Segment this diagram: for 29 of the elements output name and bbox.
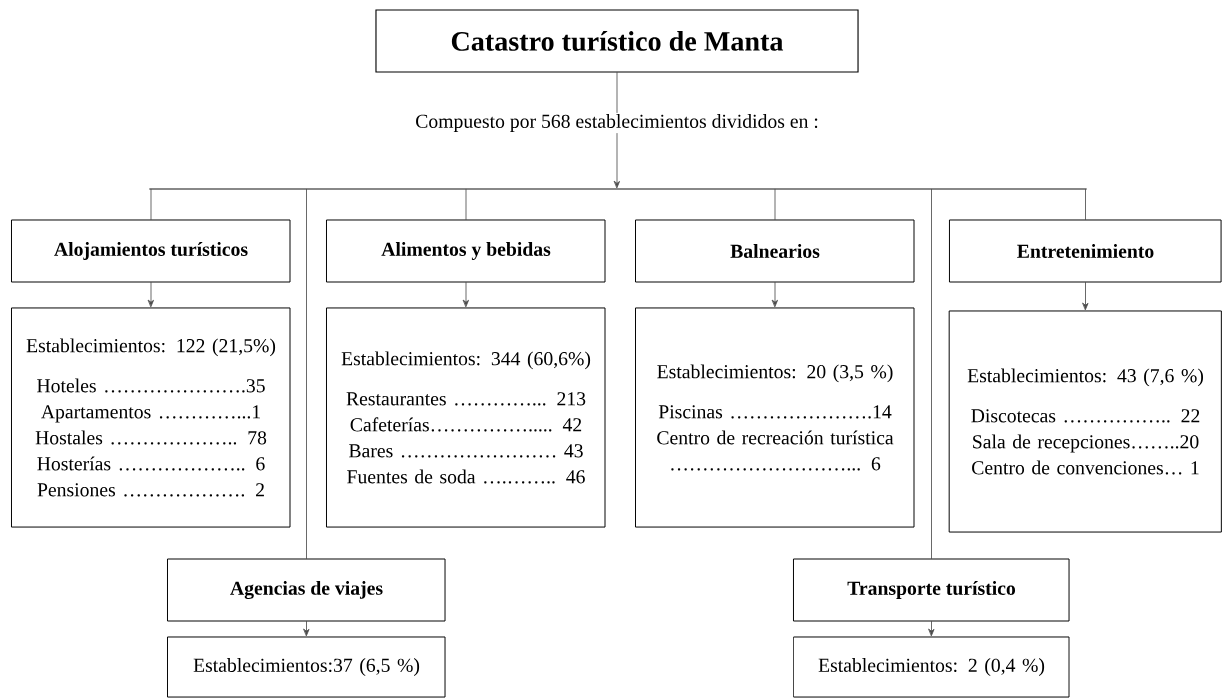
category-box: Entretenimiento bbox=[949, 219, 1222, 283]
summary-text: Compuesto por 568 establecimientos divididos en : bbox=[416, 114, 818, 132]
connector-line bbox=[150, 189, 152, 220]
detail-box: Establecimientos: 43 (7,6 %) Discotecas …………….. 22 Sala de recepciones……..20 Centro de convenciones… 1 bbox=[949, 310, 1222, 533]
category-box: Transporte turístico bbox=[793, 558, 1070, 622]
connector-line bbox=[774, 189, 776, 220]
detail-box: Establecimientos: 20 (3,5 %) Piscinas ………………….14 Centro de recreación turística ………………………... 6 bbox=[635, 307, 915, 528]
arrow bbox=[928, 621, 935, 636]
category-box: Agencias de viajes bbox=[167, 558, 446, 622]
detail-box: Establecimientos: 2 (0,4 %) bbox=[793, 636, 1070, 698]
connector-line bbox=[1085, 189, 1086, 220]
category-box: Balnearios bbox=[635, 219, 915, 283]
connector-line bbox=[306, 189, 307, 559]
category-box: Alojamientos turísticos bbox=[11, 219, 291, 283]
arrow bbox=[303, 621, 310, 636]
connector-line bbox=[465, 189, 467, 220]
arrow bbox=[463, 282, 469, 307]
connector-line bbox=[616, 72, 618, 113]
title-box: Catastro turístico de Manta bbox=[375, 9, 859, 73]
detail-box: Establecimientos: 122 (21,5%) Hoteles ………………….35 Apartamentos …………...1 Hostales ……………….. 78 Hosterías ……………….. 6 Pensiones ………………. 2 bbox=[11, 307, 291, 528]
arrow bbox=[1082, 282, 1089, 310]
connector-line bbox=[931, 189, 932, 559]
category-box: Alimentos y bebidas bbox=[326, 219, 606, 283]
arrow bbox=[772, 282, 778, 307]
detail-box: Establecimientos:37 (6,5 %) bbox=[167, 636, 446, 698]
detail-box: Establecimientos: 344 (60,6%) Restaurantes …………... 213 Cafeterías……………..... 42 Bares …………………… 43 Fuentes de soda ….…….. 46 bbox=[326, 307, 606, 528]
arrow bbox=[614, 133, 620, 188]
arrow bbox=[148, 282, 154, 307]
branch-line bbox=[149, 188, 1087, 190]
